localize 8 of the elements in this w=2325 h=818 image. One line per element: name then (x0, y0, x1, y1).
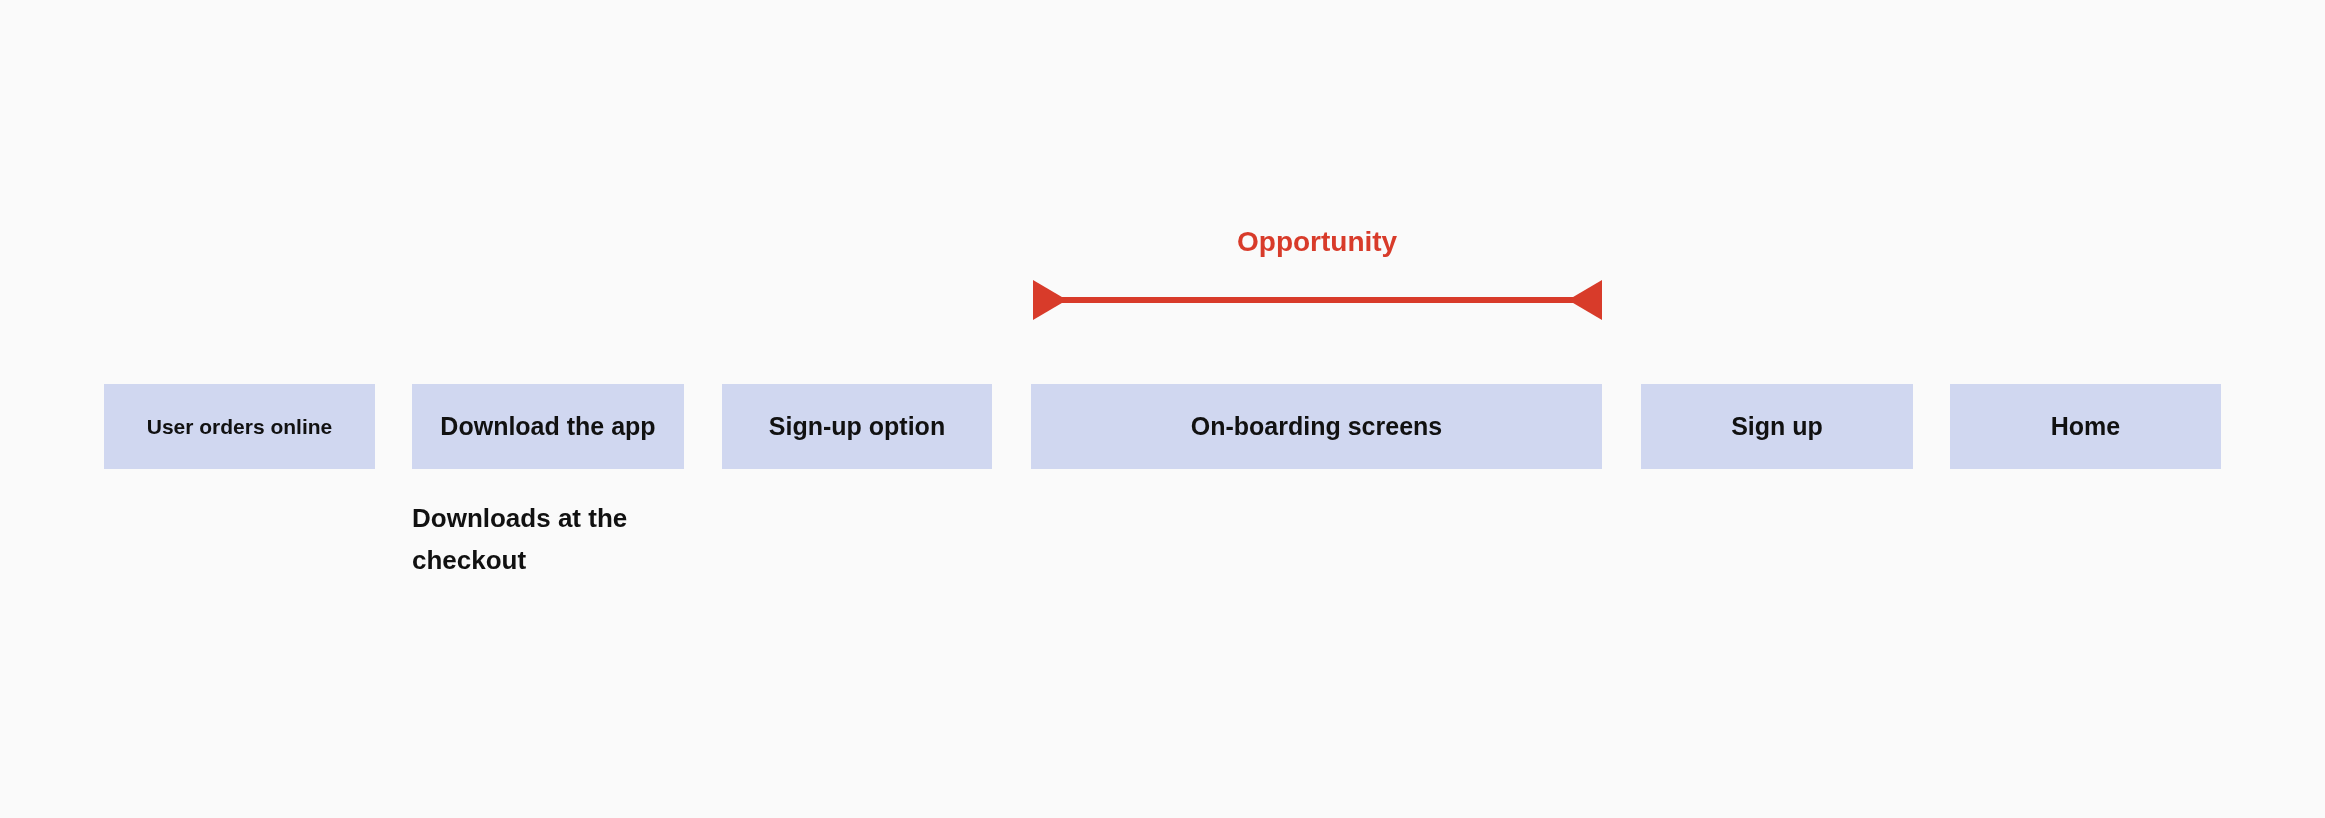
step-box: Home (1950, 384, 2221, 469)
step-box: Sign up (1641, 384, 1913, 469)
step-box: Download the app (412, 384, 684, 469)
step-box: On-boarding screens (1031, 384, 1602, 469)
step-box: User orders online (104, 384, 375, 469)
step-box: Sign-up option (722, 384, 992, 469)
bracket-label: Opportunity (1237, 226, 1398, 258)
step-note: Downloads at the checkout (412, 502, 629, 577)
